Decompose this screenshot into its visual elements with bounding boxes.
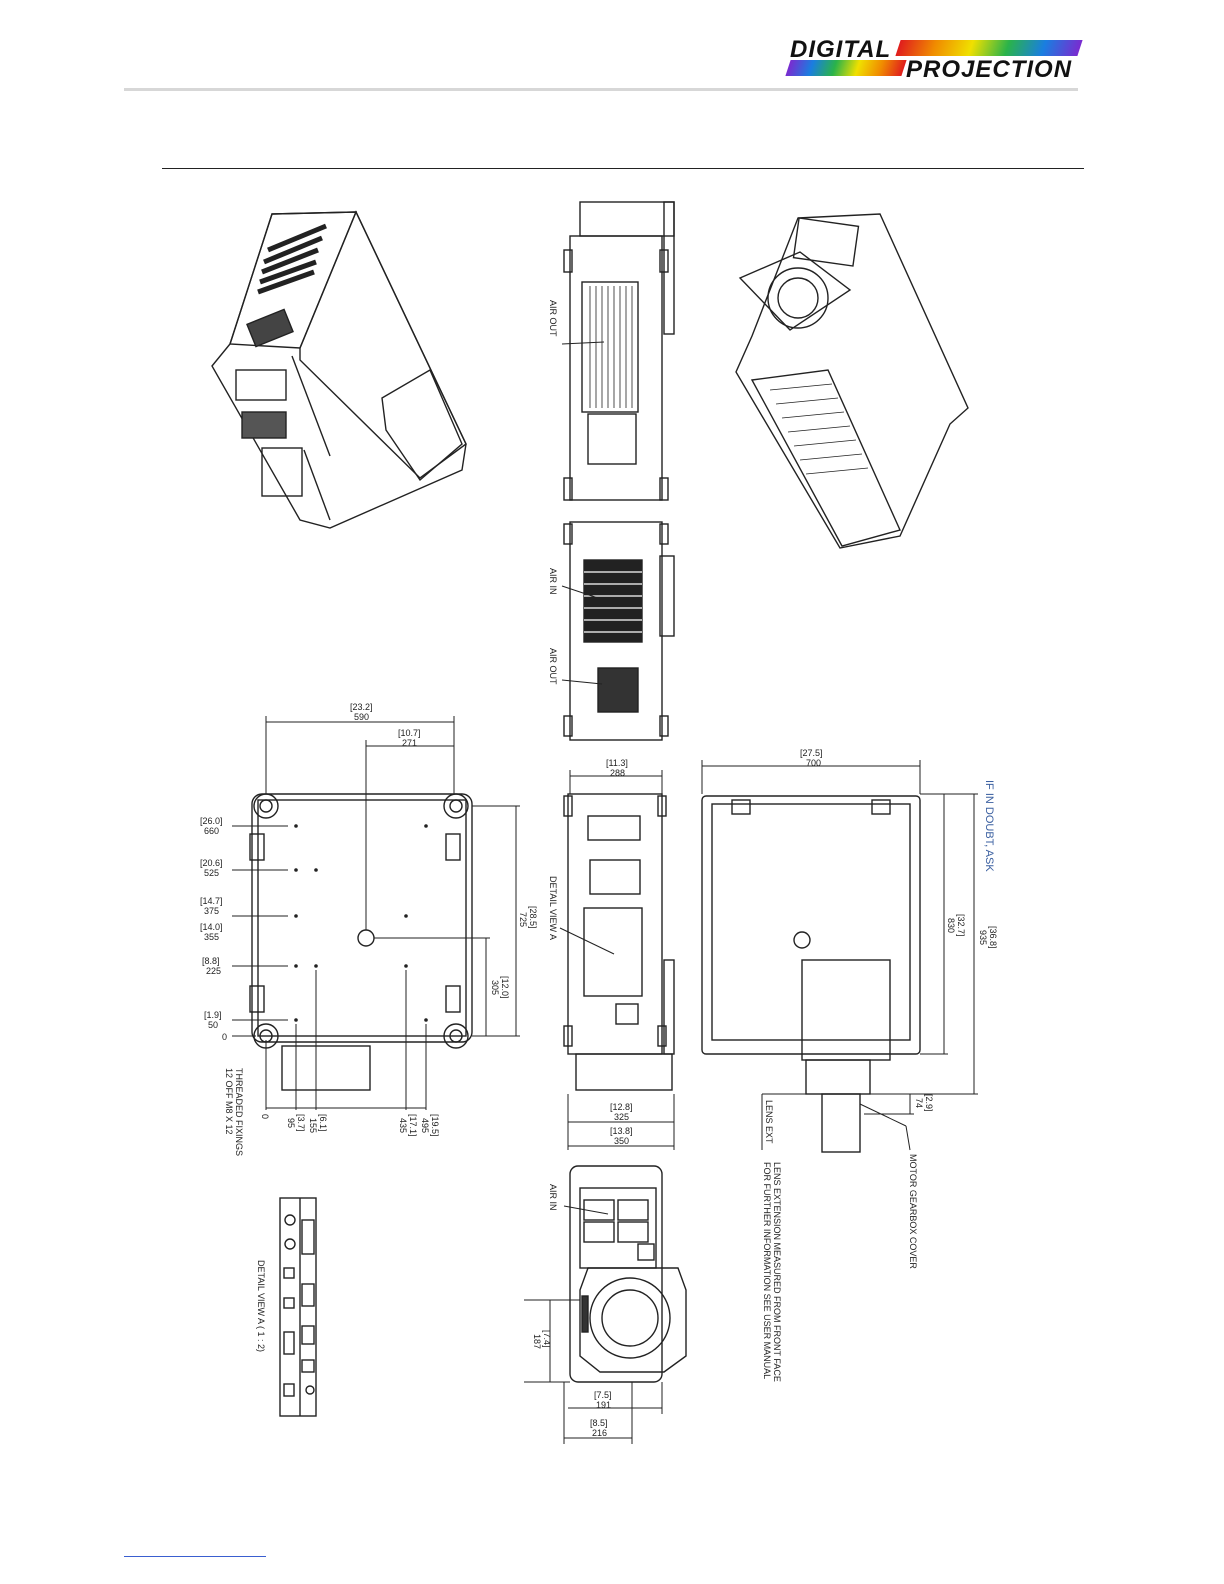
dim-front-lh-mm: 187	[532, 1334, 542, 1349]
dim-r0: 0	[222, 1032, 227, 1042]
iso-view-rear	[211, 210, 467, 529]
dim-top-w-mm: 700	[806, 758, 821, 768]
dim-r225-in: [8.8]	[202, 956, 220, 966]
dim-r50-in: [1.9]	[204, 1010, 222, 1020]
dim-c95-in: [3.7]	[296, 1114, 306, 1132]
dim-mid-mm: 305	[490, 980, 500, 995]
dim-r355-in: [14.0]	[200, 922, 223, 932]
dimension-lines	[232, 341, 978, 1444]
dim-c0: 0	[260, 1114, 270, 1119]
top-view	[701, 795, 921, 1153]
dim-depth-mm: 725	[518, 912, 528, 927]
dim-depth-in: [28.5]	[528, 906, 538, 929]
dim-r375-in: [14.7]	[200, 896, 223, 906]
logo-text-digital: DIGITAL	[790, 36, 892, 63]
dim-r225-mm: 225	[206, 966, 221, 976]
logo-text-projection: PROJECTION	[906, 56, 1073, 83]
dim-c495-mm: 495	[420, 1118, 430, 1133]
dim-air-in-label-2: AIR IN	[548, 1184, 558, 1211]
dim-center-mm: 271	[402, 738, 417, 748]
dim-c435-in: [17.1]	[408, 1114, 418, 1137]
dim-front-w2-in: [8.5]	[590, 1418, 608, 1428]
dim-r375-mm: 375	[204, 906, 219, 916]
dim-air-out-label-2: AIR OUT	[548, 648, 558, 685]
dim-side-w2-mm: 350	[614, 1136, 629, 1146]
dim-r660-mm: 660	[204, 826, 219, 836]
dim-r355-mm: 355	[204, 932, 219, 942]
dim-top-h2-mm: 935	[978, 930, 988, 945]
dim-lens-mm: 74	[914, 1098, 924, 1108]
dim-front-w2-mm: 216	[592, 1428, 607, 1438]
dim-mid-in: [12.0]	[500, 976, 510, 999]
dim-front-lh-in: [7.4]	[542, 1330, 552, 1348]
dim-c155-mm: 155	[308, 1118, 318, 1133]
dim-c435-mm: 435	[398, 1118, 408, 1133]
dim-top-h2-in: [36.8]	[988, 926, 998, 949]
motor-gearbox-label: MOTOR GEARBOX COVER	[908, 1154, 918, 1269]
dim-r660-in: [26.0]	[200, 816, 223, 826]
lens-extension-note-line2: FOR FURTHER INFORMATION SEE USER MANUAL	[762, 1162, 772, 1379]
dim-front-w1-in: [7.5]	[594, 1390, 612, 1400]
threaded-fixings-label: THREADED FIXINGS	[234, 1068, 244, 1156]
threaded-fixings-spec: 12 OFF M8 X 12	[224, 1068, 234, 1135]
dim-front-w1-mm: 191	[596, 1400, 611, 1410]
digital-projection-logo: DIGITAL PROJECTION	[785, 36, 1083, 84]
dim-bottom-width-in: [23.2]	[350, 702, 373, 712]
section-rule	[162, 168, 1084, 169]
dim-bottom-width-mm: 590	[354, 712, 369, 722]
dim-center-in: [10.7]	[398, 728, 421, 738]
dim-r525-in: [20.6]	[200, 858, 223, 868]
dim-c95-mm: 95	[286, 1118, 296, 1128]
footer-link-rule	[124, 1556, 266, 1557]
bottom-view	[249, 793, 473, 1091]
dim-c155-in: [6.1]	[318, 1114, 328, 1132]
dim-r50-mm: 50	[208, 1020, 218, 1030]
dim-r525-mm: 525	[204, 868, 219, 878]
if-in-doubt-note: IF IN DOUBT, ASK	[983, 780, 995, 872]
lens-extension-note-line1: LENS EXTENSION MEASURED FROM FRONT FACE	[772, 1162, 782, 1382]
dim-c495-in: [19.5]	[430, 1114, 440, 1137]
dim-side-w2-in: [13.8]	[610, 1126, 633, 1136]
dim-air-out-label-1: AIR OUT	[548, 300, 558, 337]
dim-side-top-in: [11.3]	[606, 758, 628, 768]
detail-view-a-label: DETAIL VIEW A	[548, 876, 558, 940]
lens-ext-label: LENS EXT	[764, 1100, 774, 1144]
detail-view-a-panel	[279, 1197, 317, 1417]
front-view-lens	[569, 1165, 687, 1383]
rear-view-air-in	[563, 521, 675, 741]
dim-air-in-label-1: AIR IN	[548, 568, 558, 595]
detail-view-a-scale-label: DETAIL VIEW A ( 1 : 2)	[256, 1260, 266, 1352]
dim-top-w-in: [27.5]	[800, 748, 823, 758]
dim-top-h1-mm: 830	[946, 918, 956, 933]
dim-lens-in: [2.9]	[924, 1094, 934, 1112]
dim-side-w1-mm: 325	[614, 1112, 629, 1122]
dim-side-top-mm: 288	[610, 768, 625, 778]
iso-view-front	[735, 213, 969, 549]
dim-side-w1-in: [12.8]	[610, 1102, 633, 1112]
side-view-air-out	[563, 201, 675, 501]
header-rule	[124, 88, 1078, 91]
side-view-detail	[563, 793, 675, 1091]
dim-top-h1-in: [32.7]	[956, 914, 966, 937]
